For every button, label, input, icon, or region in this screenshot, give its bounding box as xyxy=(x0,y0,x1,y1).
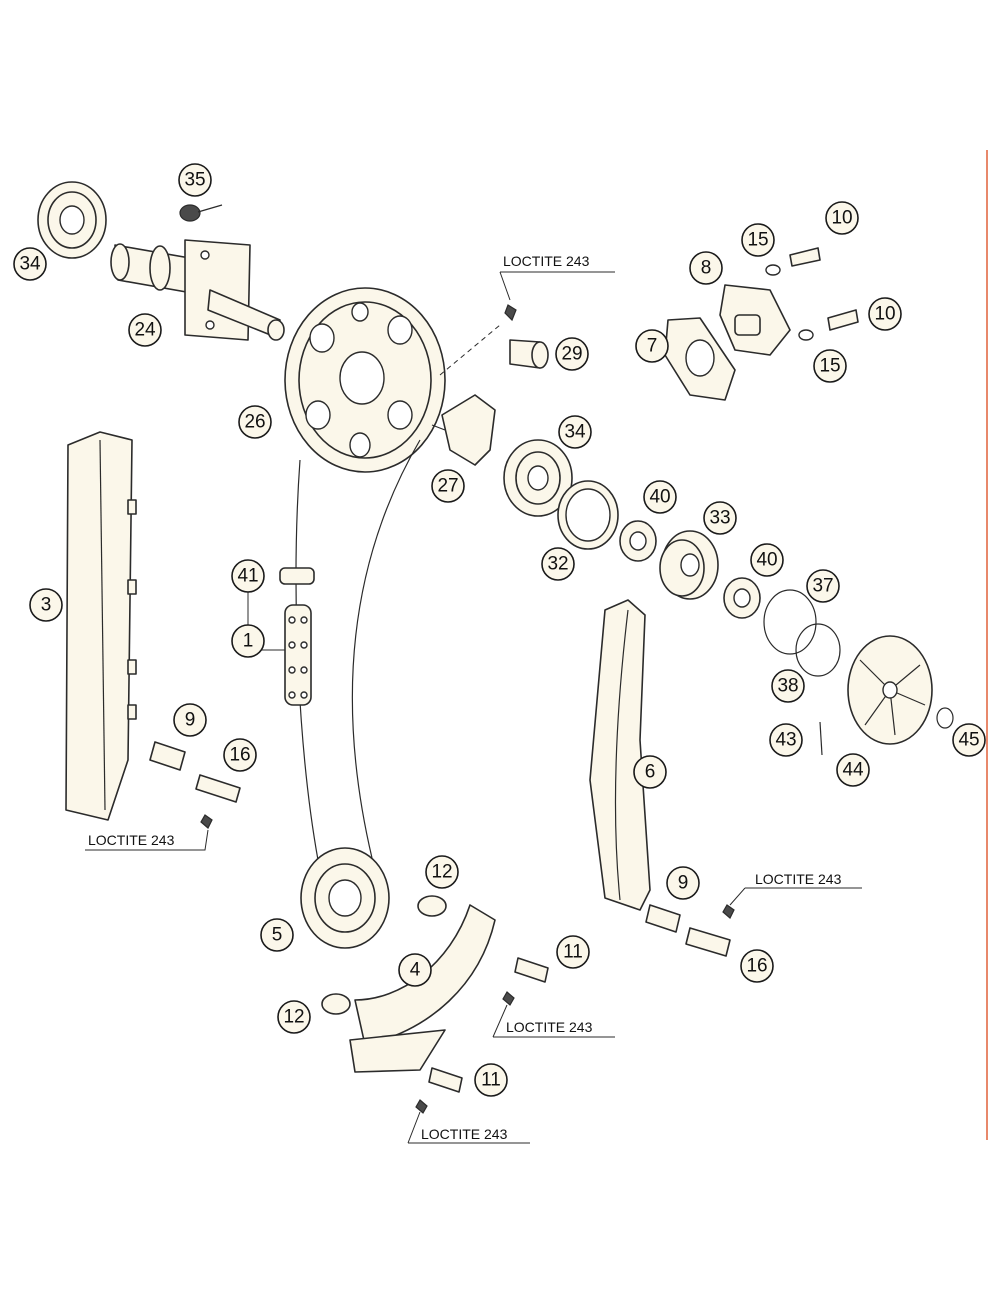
svg-text:11: 11 xyxy=(481,1070,501,1091)
callout-40: 40 xyxy=(750,543,784,577)
svg-text:32: 32 xyxy=(547,554,568,575)
callout-11: 11 xyxy=(474,1063,508,1097)
callout-4: 4 xyxy=(398,953,432,987)
bearing-top-left xyxy=(37,181,107,259)
svg-text:33: 33 xyxy=(709,508,730,529)
chain-guide-rail-right xyxy=(589,599,651,911)
callout-45: 45 xyxy=(952,723,986,757)
svg-text:43: 43 xyxy=(775,730,796,751)
callout-1: 1 xyxy=(231,624,265,658)
svg-text:12: 12 xyxy=(283,1007,304,1028)
svg-text:26: 26 xyxy=(244,412,265,433)
svg-text:16: 16 xyxy=(746,956,767,977)
callout-12: 12 xyxy=(277,1000,311,1034)
svg-text:24: 24 xyxy=(134,320,156,341)
chain-guide-rail-left xyxy=(65,431,137,821)
svg-text:16: 16 xyxy=(229,745,250,766)
loctite-note-2: LOCTITE 243 xyxy=(88,832,175,848)
callout-6: 6 xyxy=(633,755,667,789)
svg-text:29: 29 xyxy=(561,344,582,365)
callout-26: 26 xyxy=(238,405,272,439)
crank-sprocket xyxy=(300,847,390,949)
callout-43: 43 xyxy=(769,723,803,757)
callout-44: 44 xyxy=(836,753,870,787)
svg-text:40: 40 xyxy=(649,487,670,508)
callout-35: 35 xyxy=(178,163,212,197)
callout-16: 16 xyxy=(740,949,774,983)
svg-text:15: 15 xyxy=(819,356,840,377)
svg-text:11: 11 xyxy=(563,942,583,963)
callout-33: 33 xyxy=(703,501,737,535)
svg-text:37: 37 xyxy=(812,576,833,597)
bushing-bolt-right xyxy=(645,904,735,957)
callout-38: 38 xyxy=(771,669,805,703)
callout-7: 7 xyxy=(635,329,669,363)
svg-text:1: 1 xyxy=(243,631,254,652)
callout-29: 29 xyxy=(555,337,589,371)
loctite-note-1: LOCTITE 243 xyxy=(503,253,590,269)
svg-text:35: 35 xyxy=(184,170,205,191)
callout-5: 5 xyxy=(260,918,294,952)
camshaft xyxy=(110,239,285,341)
callout-40: 40 xyxy=(643,480,677,514)
plug-29 xyxy=(504,304,549,369)
callout-8: 8 xyxy=(689,251,723,285)
callout-37: 37 xyxy=(806,569,840,603)
svg-text:6: 6 xyxy=(645,762,656,783)
callout-41: 41 xyxy=(231,559,265,593)
svg-text:8: 8 xyxy=(701,258,712,279)
svg-text:27: 27 xyxy=(437,476,458,497)
bushing-bolt-left xyxy=(149,741,241,829)
bolts-11 xyxy=(415,957,549,1114)
loctite-note-4: LOCTITE 243 xyxy=(506,1019,593,1035)
bracket-27 xyxy=(431,394,496,466)
svg-text:10: 10 xyxy=(831,208,852,229)
svg-text:3: 3 xyxy=(41,595,52,616)
callout-11: 11 xyxy=(556,935,590,969)
axis-line xyxy=(439,324,501,376)
svg-text:34: 34 xyxy=(19,254,41,275)
callout-10: 10 xyxy=(825,201,859,235)
chain-loop xyxy=(295,439,421,861)
svg-text:44: 44 xyxy=(842,760,864,781)
callout-15: 15 xyxy=(813,349,847,383)
callout-15: 15 xyxy=(741,223,775,257)
water-pump-assembly xyxy=(503,439,954,756)
callout-16: 16 xyxy=(223,738,257,772)
svg-text:7: 7 xyxy=(647,336,658,357)
callout-9: 9 xyxy=(666,866,700,900)
svg-text:38: 38 xyxy=(777,676,798,697)
callout-24: 24 xyxy=(128,313,162,347)
cam-sprocket xyxy=(284,287,446,473)
callout-34: 34 xyxy=(558,415,592,449)
clip-35 xyxy=(179,204,223,222)
callout-12: 12 xyxy=(425,855,459,889)
loctite-note-3: LOCTITE 243 xyxy=(755,871,842,887)
svg-text:40: 40 xyxy=(756,550,777,571)
svg-text:9: 9 xyxy=(678,873,689,894)
svg-text:12: 12 xyxy=(431,862,452,883)
callout-32: 32 xyxy=(541,547,575,581)
svg-text:4: 4 xyxy=(410,960,421,981)
svg-text:41: 41 xyxy=(237,566,258,587)
svg-text:9: 9 xyxy=(185,710,196,731)
svg-text:45: 45 xyxy=(958,730,979,751)
callout-27: 27 xyxy=(431,469,465,503)
loctite-note-5: LOCTITE 243 xyxy=(421,1126,508,1142)
svg-text:34: 34 xyxy=(564,422,586,443)
svg-text:15: 15 xyxy=(747,230,768,251)
callout-3: 3 xyxy=(29,588,63,622)
timing-chain-section xyxy=(279,567,315,706)
svg-text:5: 5 xyxy=(272,925,283,946)
svg-text:10: 10 xyxy=(874,304,895,325)
callout-34: 34 xyxy=(13,247,47,281)
callout-10: 10 xyxy=(868,297,902,331)
callout-9: 9 xyxy=(173,703,207,737)
